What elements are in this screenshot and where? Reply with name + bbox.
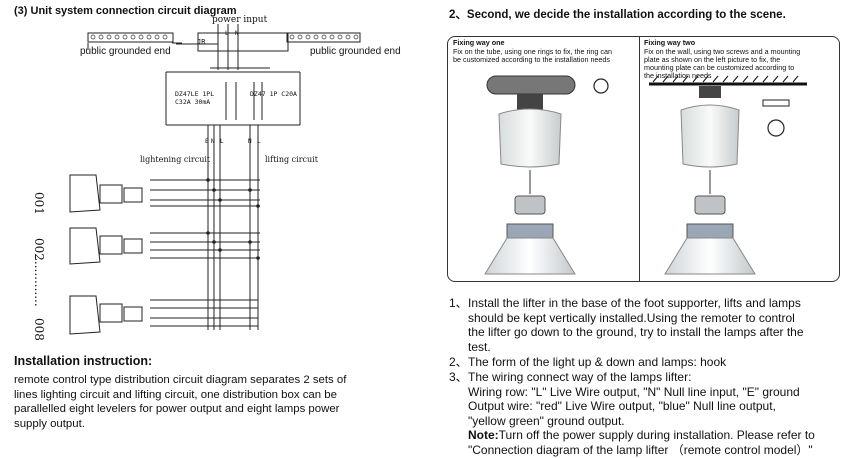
breaker1-line2: C32A 30mA: [175, 98, 211, 106]
item3-line-1: The wiring connect way of the lamps lift…: [468, 370, 692, 384]
lamp-number-002: 002............: [32, 238, 46, 307]
item3-line-2: Wiring row: "L" Live Wire output, "N" Nu…: [468, 384, 800, 399]
item2-text: The form of the light up & down and lamp…: [468, 355, 727, 369]
lightening-circuit-label: lightening circuit: [140, 155, 211, 164]
installation-line-2: lines lighting circuit and lifting circu…: [14, 388, 337, 401]
item1-line-1: Install the lifter in the base of the fo…: [468, 296, 801, 310]
circuit-diagram: [69, 24, 361, 335]
power-input-label: power input: [212, 15, 268, 25]
terminal-jr-label: JR: [197, 38, 206, 46]
fixing-way-two-title: Fixing way two: [644, 38, 696, 47]
item1-line-3: the lifter go down to the ground, try to…: [468, 325, 804, 340]
item1-line-4: test.: [468, 339, 491, 354]
installation-line-3: parallelled eight levelers for power out…: [14, 403, 340, 415]
lamp-number-001: 001: [32, 192, 46, 215]
lifting-circuit-label: lifting circuit: [265, 155, 318, 164]
installation-line-1: remote control type distribution circuit…: [14, 374, 347, 386]
installation-line-4: supply output.: [14, 417, 85, 430]
public-ground-right: public grounded end: [310, 46, 401, 57]
item3-number: 3、: [449, 370, 468, 384]
fixing-way-two-desc-4: the installation needs: [644, 71, 712, 80]
fixing-way-two-desc-3: mounting plate can be customized accordi…: [644, 63, 795, 72]
item1-line-2: should be kept vertically installed.Usin…: [468, 310, 795, 325]
wire-l-label: L: [220, 138, 224, 145]
lamp-number-008: 008: [32, 318, 46, 341]
note-label: Note:: [468, 428, 499, 443]
scene-divider: [639, 36, 640, 282]
terminal-l-label: L: [225, 30, 229, 37]
item3-line-4: "yellow green" ground output.: [468, 413, 625, 428]
breaker1-line1: DZ47LE 1PL: [175, 90, 215, 98]
wire-n2-label: N: [248, 138, 252, 145]
note-line-2: "Connection diagram of the lamp lifter （…: [468, 443, 813, 457]
fixing-way-two-desc-1: Fix on the wall, using two screws and a …: [644, 47, 801, 56]
item1-number: 1、: [449, 296, 468, 310]
terminal-n-label: N: [235, 30, 239, 37]
lamp-lifter-illustrations: [484, 75, 807, 275]
wire-n-label: N: [211, 138, 215, 145]
item3-line-3: Output wire: "red" Live Wire output, "bl…: [468, 399, 776, 414]
fixing-way-two-desc-2: plate as shown on the left picture to fi…: [644, 55, 781, 64]
breaker2-label: DZ47 1P C20A: [250, 90, 297, 98]
wire-l2-label: L: [257, 138, 261, 145]
wire-e-label: E: [205, 138, 209, 145]
installation-heading: Installation instruction:: [14, 354, 153, 368]
fixing-way-one-desc-2: be customized according to the installat…: [453, 55, 611, 64]
scene-panel: [447, 36, 840, 282]
fixing-way-one-title: Fixing way one: [453, 38, 505, 47]
fixing-way-one-desc-1: Fix on the tube, using one rings to fix,…: [453, 47, 613, 56]
item2-number: 2、: [449, 355, 468, 369]
note-text: Turn off the power supply during install…: [498, 428, 815, 443]
note-line-1: Note:Turn off the power supply during in…: [468, 428, 815, 443]
installation-scene-title: 2、Second, we decide the installation acc…: [449, 9, 786, 21]
public-ground-left: public grounded end: [80, 46, 171, 57]
circuit-diagram-title: (3) Unit system connection circuit diagr…: [14, 5, 237, 17]
